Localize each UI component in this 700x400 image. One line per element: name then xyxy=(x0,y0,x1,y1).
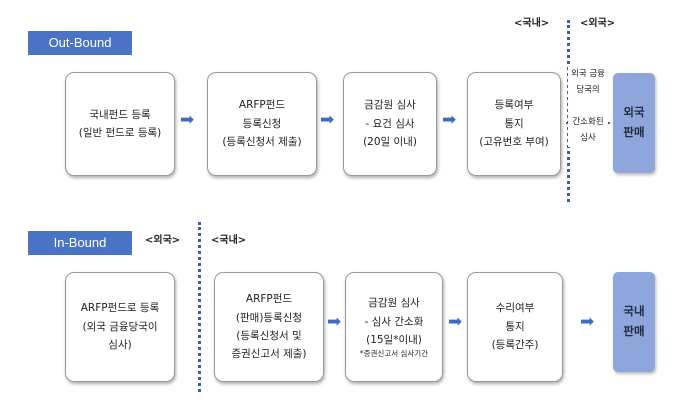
outbound-step-3-line-1: 금감원 심사 xyxy=(364,99,416,112)
outbound-final-foreign-sale: 외국 판매 xyxy=(613,73,655,173)
outbound-foreign-review-note: 외국 금융 당국의 간소화된 심사 xyxy=(568,66,608,147)
outbound-step-2-line-1: ARFP펀드 xyxy=(238,99,286,112)
inbound-region-domestic: <국내> xyxy=(211,235,247,246)
inbound-step-3: 금감원 심사 - 심사 간소화 (15일*이내) *증권신고서 심사기간 xyxy=(345,272,443,382)
inbound-step-1-line-1: ARFP펀드로 등록 xyxy=(80,302,160,315)
inbound-step-4-line-1: 수리여부 xyxy=(495,302,535,315)
outbound-step-4-line-3: (고유번호 부여) xyxy=(479,136,549,149)
inbound-arrow-3: ➡ xyxy=(580,312,595,332)
inbound-step-3-line-3: (15일*이내) xyxy=(366,333,422,346)
outbound-step-1-line-1: 국내펀드 등록 xyxy=(89,108,151,121)
inbound-final-line-1: 국내 xyxy=(623,304,645,319)
inbound-step-2-line-3: (등록신청서 및 xyxy=(236,330,302,342)
inbound-step-4-line-2: 통지 xyxy=(505,320,525,333)
inbound-divider xyxy=(198,222,201,392)
inbound-step-2: ARFP펀드 (판매)등록신청 (등록신청서 및 증권신고서 제출) xyxy=(214,272,324,382)
outbound-step-1-line-2: (일반 펀드로 등록) xyxy=(78,127,162,139)
inbound-tag: In-Bound xyxy=(28,231,132,255)
outbound-region-foreign: <외국> xyxy=(580,18,616,29)
inbound-step-3-line-2: - 심사 간소화 xyxy=(364,315,424,328)
inbound-step-1: ARFP펀드로 등록 (외국 금융당국이 심사) xyxy=(65,272,175,382)
inbound-final-line-2: 판매 xyxy=(623,324,645,338)
inbound-step-4-line-3: (등록간주) xyxy=(491,339,539,352)
inbound-step-2-line-4: 증권신고서 제출) xyxy=(231,348,307,361)
outbound-step-3: 금감원 심사 - 요건 심사 (20일 이내) xyxy=(343,72,437,176)
inbound-step-3-footnote: *증권신고서 심사기간 xyxy=(359,349,429,359)
outbound-final-line-2: 판매 xyxy=(623,125,645,139)
inbound-final-domestic-sale: 국내 판매 xyxy=(613,272,655,372)
outbound-step-1: 국내펀드 등록 (일반 펀드로 등록) xyxy=(65,72,175,176)
inbound-step-4: 수리여부 통지 (등록간주) xyxy=(467,272,563,382)
outbound-step-2-line-3: (등록신청서 제출) xyxy=(222,136,302,149)
outbound-step-4-line-2: 통지 xyxy=(504,117,524,130)
outbound-tag: Out-Bound xyxy=(28,31,132,55)
outbound-step-3-line-3: (20일 이내) xyxy=(363,136,417,149)
inbound-step-2-line-1: ARFP펀드 xyxy=(245,293,293,306)
outbound-final-line-1: 외국 xyxy=(623,105,645,120)
outbound-region-domestic: <국내> xyxy=(514,18,550,29)
inbound-step-3-line-1: 금감원 심사 xyxy=(368,297,420,310)
outbound-note-line-5: 심사 xyxy=(580,133,596,144)
outbound-step-4-line-1: 등록여부 xyxy=(494,99,534,112)
outbound-step-4: 등록여부 통지 (고유번호 부여) xyxy=(467,72,561,176)
inbound-step-1-line-2: (외국 금융당국이 xyxy=(82,320,158,333)
outbound-note-line-1: 외국 금융 xyxy=(571,69,605,79)
outbound-step-2: ARFP펀드 등록신청 (등록신청서 제출) xyxy=(207,72,317,176)
outbound-note-line-4: 간소화된 xyxy=(572,117,604,128)
inbound-arrow-1: ➡ xyxy=(327,312,342,332)
inbound-arrow-2: ➡ xyxy=(448,312,463,332)
inbound-step-2-line-2: (판매)등록신청 xyxy=(235,311,303,324)
outbound-arrow-1: ➡ xyxy=(180,110,195,130)
outbound-arrow-2: ➡ xyxy=(320,110,335,130)
outbound-step-2-line-2: 등록신청 xyxy=(242,117,282,130)
outbound-arrow-3: ➡ xyxy=(442,110,457,130)
inbound-region-foreign: <외국> xyxy=(145,235,181,246)
inbound-step-1-line-3: 심사) xyxy=(108,339,132,352)
outbound-note-line-2: 당국의 xyxy=(576,85,600,96)
outbound-step-3-line-2: - 요건 심사 xyxy=(365,117,415,130)
